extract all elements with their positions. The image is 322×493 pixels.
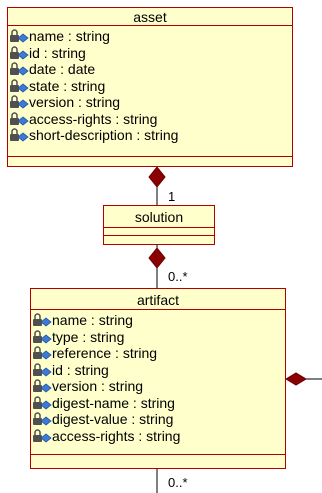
artifact-class[interactable]: artifact name : string type : string ref…	[30, 288, 286, 469]
artifact-attribute-text: reference : string	[52, 345, 158, 361]
asset-attribute-text: name : string	[29, 28, 110, 44]
artifact-attribute-text: type : string	[52, 328, 125, 345]
solution-class-name: solution	[104, 206, 214, 228]
asset-attribute-text: id : string	[29, 44, 86, 61]
lock-attribute-icon	[10, 128, 29, 142]
lock-attribute-icon	[10, 45, 29, 60]
asset-attribute[interactable]: version : string	[8, 94, 292, 111]
asset-class-name: asset	[8, 8, 292, 26]
solution-attribute-compartment	[104, 228, 214, 236]
multiplicity-bottom: 0..*	[168, 475, 188, 490]
artifact-attribute[interactable]: access-rights : string	[31, 428, 285, 445]
artifact-attribute[interactable]: version : string	[31, 378, 285, 395]
artifact-attribute-list: name : string type : string reference : …	[31, 312, 285, 455]
asset-attribute[interactable]: state : string	[8, 78, 292, 95]
artifact-attribute[interactable]: id : string	[31, 362, 285, 379]
asset-attribute-list: name : string id : string date : date st…	[8, 28, 292, 157]
artifact-class-name: artifact	[31, 289, 285, 310]
lock-attribute-icon	[10, 111, 29, 126]
artifact-attribute[interactable]: digest-name : string	[31, 395, 285, 412]
multiplicity-solution-end: 1	[168, 189, 176, 204]
multiplicity-artifact-end: 0..*	[168, 269, 188, 284]
asset-composition-diamond	[148, 166, 166, 188]
lock-attribute-icon	[33, 313, 52, 327]
asset-attribute-text: access-rights : string	[29, 110, 158, 127]
lock-attribute-icon	[33, 329, 52, 344]
lock-attribute-icon	[33, 379, 52, 393]
lock-attribute-icon	[33, 395, 52, 410]
asset-attribute-text: state : string	[29, 77, 106, 94]
asset-attribute-text: date : date	[29, 61, 96, 77]
artifact-attribute-text: digest-value : string	[52, 411, 174, 427]
solution-composition-diamond	[148, 247, 166, 269]
artifact-composition-diamond	[285, 372, 307, 386]
lock-attribute-icon	[33, 346, 52, 360]
lock-attribute-icon	[33, 362, 52, 377]
lock-attribute-icon	[33, 412, 52, 426]
artifact-attribute[interactable]: reference : string	[31, 345, 285, 362]
artifact-attribute[interactable]: type : string	[31, 329, 285, 346]
lock-attribute-icon	[33, 428, 52, 443]
asset-attribute[interactable]: access-rights : string	[8, 111, 292, 128]
artifact-attribute-text: name : string	[52, 312, 133, 328]
artifact-attribute-text: access-rights : string	[52, 427, 181, 444]
asset-attribute[interactable]: date : date	[8, 61, 292, 78]
asset-attribute-text: short-description : string	[29, 127, 179, 143]
lock-attribute-icon	[10, 78, 29, 93]
lock-attribute-icon	[10, 29, 29, 43]
artifact-attribute[interactable]: name : string	[31, 312, 285, 329]
solution-class[interactable]: solution	[103, 205, 215, 245]
asset-attribute-text: version : string	[29, 94, 121, 110]
lock-attribute-icon	[10, 95, 29, 109]
artifact-attribute[interactable]: digest-value : string	[31, 411, 285, 428]
artifact-attribute-text: id : string	[52, 361, 109, 378]
asset-attribute[interactable]: short-description : string	[8, 127, 292, 144]
asset-attribute[interactable]: id : string	[8, 45, 292, 62]
lock-attribute-icon	[10, 62, 29, 76]
asset-class[interactable]: asset name : string id : string date : d…	[7, 7, 293, 167]
artifact-attribute-text: digest-name : string	[52, 394, 175, 411]
asset-attribute[interactable]: name : string	[8, 28, 292, 45]
artifact-attribute-text: version : string	[52, 378, 144, 394]
